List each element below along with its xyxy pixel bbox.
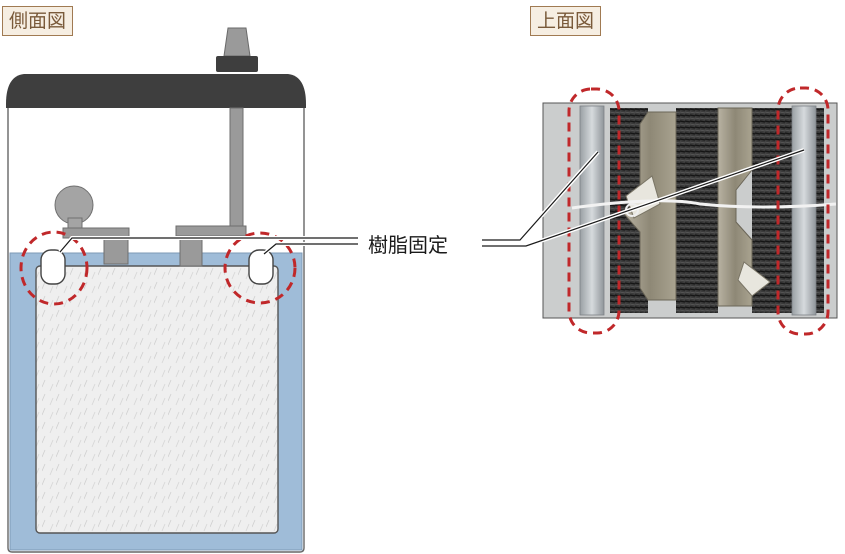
leader-lines-top [482,148,805,248]
battery-lid [6,74,306,108]
highlight-box-right [776,86,830,336]
side-view-drawing [6,27,306,553]
resin-pillar-left [579,105,605,316]
right-lead [179,235,203,267]
resin-tab-left [40,249,66,285]
side-view-label: 側面図 [2,6,74,36]
resin-fixing-callout: 樹脂固定 [365,232,451,258]
terminal-rod [229,107,244,229]
plate-stack-2 [676,108,718,313]
highlight-circle-right [223,231,297,305]
terminal-post [223,27,251,57]
resin-pillar-right [791,105,817,316]
electrode-block [35,265,279,534]
top-view-label: 上面図 [530,6,602,36]
strap-bracket-2 [737,261,771,297]
highlight-circle-left [19,230,89,306]
right-bus-bar [175,225,247,237]
vent-cap [54,185,94,231]
terminal-nut [216,56,258,72]
left-lead [103,237,129,265]
leader-lines-side [58,236,358,256]
top-view-drawing [542,86,838,336]
highlight-box-left [567,87,621,335]
wire-band [571,199,837,210]
resin-tab-right [248,249,274,285]
